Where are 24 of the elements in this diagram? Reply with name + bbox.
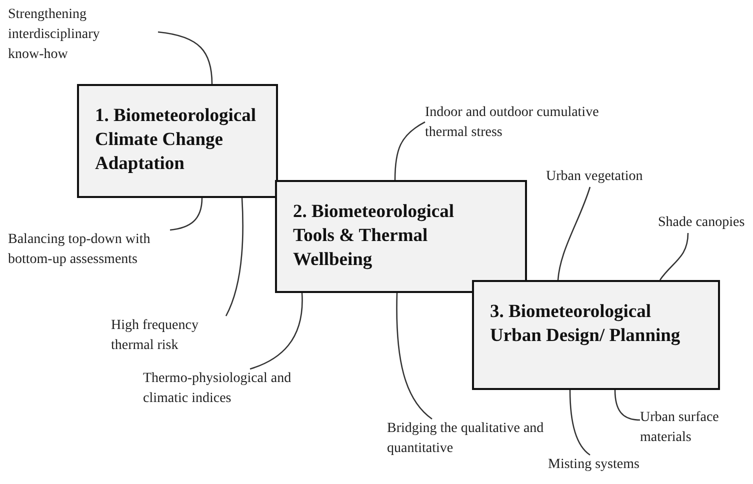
annotation-text: Urban surface materials: [640, 408, 753, 448]
leader-line: [614, 390, 640, 421]
box-title: 1. Biometeorological Climate Change Adaptation: [95, 105, 257, 176]
leader-line: [569, 390, 590, 456]
annotation-text: Thermo-physiological and climatic indices: [143, 369, 313, 409]
leader-line: [250, 292, 303, 370]
leader-line: [394, 121, 426, 180]
box-title: 3. Biometeorological Urban Design/ Planning: [490, 301, 682, 348]
annotation-text: High frequency thermal risk: [111, 316, 231, 356]
leader-line: [557, 186, 591, 280]
process-box: [77, 84, 278, 198]
leader-line: [225, 198, 244, 316]
annotation-text: Indoor and outdoor cumulative thermal stress: [425, 103, 605, 143]
leader-line: [659, 232, 689, 280]
process-box: [275, 180, 527, 293]
leader-line: [396, 292, 432, 420]
process-box: [472, 280, 720, 390]
box-title: 2. Biometeorological Tools & Thermal Wellbeing: [293, 201, 455, 272]
leader-line: [158, 31, 213, 84]
annotation-text: Shade canopies: [658, 213, 753, 233]
annotation-text: Urban vegetation: [546, 167, 686, 187]
leader-line: [170, 198, 203, 231]
annotation-text: Strengthening interdisciplinary know-how: [8, 5, 133, 65]
annotation-text: Balancing top-down with bottom-up assessments: [8, 230, 168, 270]
